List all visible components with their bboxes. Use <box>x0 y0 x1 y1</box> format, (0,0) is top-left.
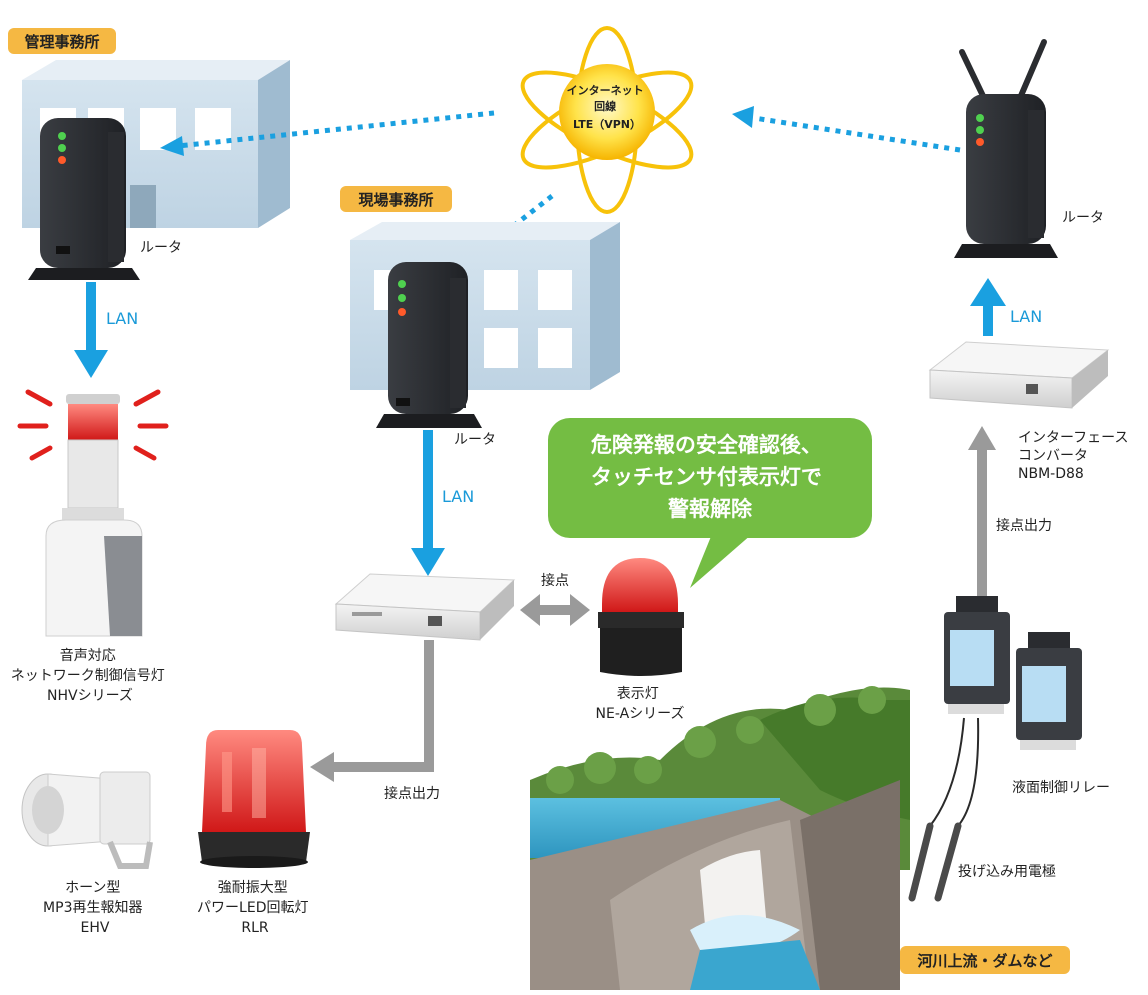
ehv-label: ホーン型 MP3再生報知器 EHV <box>43 880 147 936</box>
relay-label: 液面制御リレー <box>1012 780 1110 796</box>
level-relay-2 <box>1016 632 1082 750</box>
lan-label-field: LAN <box>442 487 474 506</box>
contact-output-label-field: 接点出力 <box>384 785 440 802</box>
contact-double-arrow <box>520 594 590 626</box>
lan-arrow-field <box>411 430 445 576</box>
management-office-label: 管理事務所 <box>24 33 99 51</box>
management-office-badge: 管理事務所 <box>8 28 116 54</box>
rlr-rotating-light <box>198 730 310 868</box>
electrode-label: 投げ込み用電極 <box>958 864 1056 880</box>
nbm-label: インターフェース コンバータ NBM-D88 <box>1018 430 1133 482</box>
lan-arrow-management <box>74 282 108 378</box>
electrodes <box>908 717 980 902</box>
callout-text: 危険発報の安全確認後、 タッチセンサ付表示灯で 警報解除 <box>591 433 829 521</box>
router-river-label: ルータ <box>1062 210 1104 226</box>
lan-label-river: LAN <box>1010 307 1042 326</box>
contact-output-label-river: 接点出力 <box>996 517 1052 534</box>
router-management-label: ルータ <box>140 240 182 256</box>
router-field-label: ルータ <box>454 432 496 448</box>
nhv-signal-tower <box>17 389 169 637</box>
contact-output-arrow-field <box>310 640 434 782</box>
internet-label: インターネット 回線 LTE（VPN） <box>567 84 648 131</box>
nea-label: 表示灯 NE-Aシリーズ <box>596 686 685 722</box>
lan-label-management: LAN <box>106 309 138 328</box>
dam-scene <box>530 686 910 990</box>
internet-cloud <box>520 26 694 214</box>
nbm-converter <box>928 341 1110 409</box>
contact-output-arrow-river <box>968 426 996 598</box>
contact-label: 接点 <box>541 572 569 589</box>
river-label: 河川上流・ダムなど <box>917 952 1052 970</box>
nhv-label: 音声対応 ネットワーク制御信号灯 NHVシリーズ <box>11 647 169 704</box>
level-relay-1 <box>944 596 1010 714</box>
router-management <box>28 118 140 280</box>
field-office-badge: 現場事務所 <box>340 186 452 212</box>
callout-bubble <box>548 418 872 588</box>
river-badge: 河川上流・ダムなど <box>900 946 1070 974</box>
nea-indicator-light <box>598 558 684 676</box>
field-office-label: 現場事務所 <box>358 191 433 209</box>
router-field <box>376 262 482 428</box>
rlr-label: 強耐振大型 パワーLED回転灯 RLR <box>197 880 313 936</box>
router-river <box>954 39 1058 258</box>
lan-arrow-river <box>970 278 1006 336</box>
field-interface-box <box>334 573 516 641</box>
ehv-horn-speaker <box>21 771 153 869</box>
